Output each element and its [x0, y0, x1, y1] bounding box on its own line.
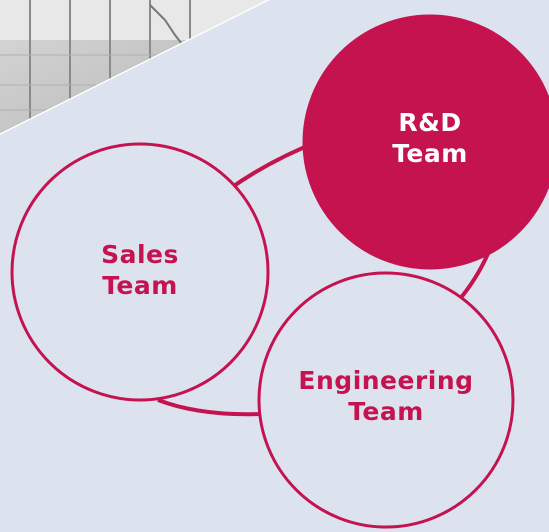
sales-team-label-line2: Team [102, 270, 178, 300]
rnd-team-label-line1: R&D [398, 108, 462, 137]
engineering-team-label-line1: Engineering [298, 366, 474, 395]
building-interior-photo [0, 0, 270, 135]
sales-team-circle [10, 142, 270, 402]
connector-sales-engineering [157, 398, 261, 417]
engineering-team-circle [257, 271, 515, 529]
rnd-team-label-line2: Team [392, 138, 468, 168]
sales-team-label: Sales Team [70, 240, 210, 301]
rnd-team-label: R&D Team [360, 108, 500, 169]
rnd-team-circle [302, 14, 549, 270]
engineering-team-label-line2: Team [348, 396, 424, 426]
engineering-team-label: Engineering Team [271, 366, 501, 427]
sales-team-label-line1: Sales [101, 240, 179, 269]
